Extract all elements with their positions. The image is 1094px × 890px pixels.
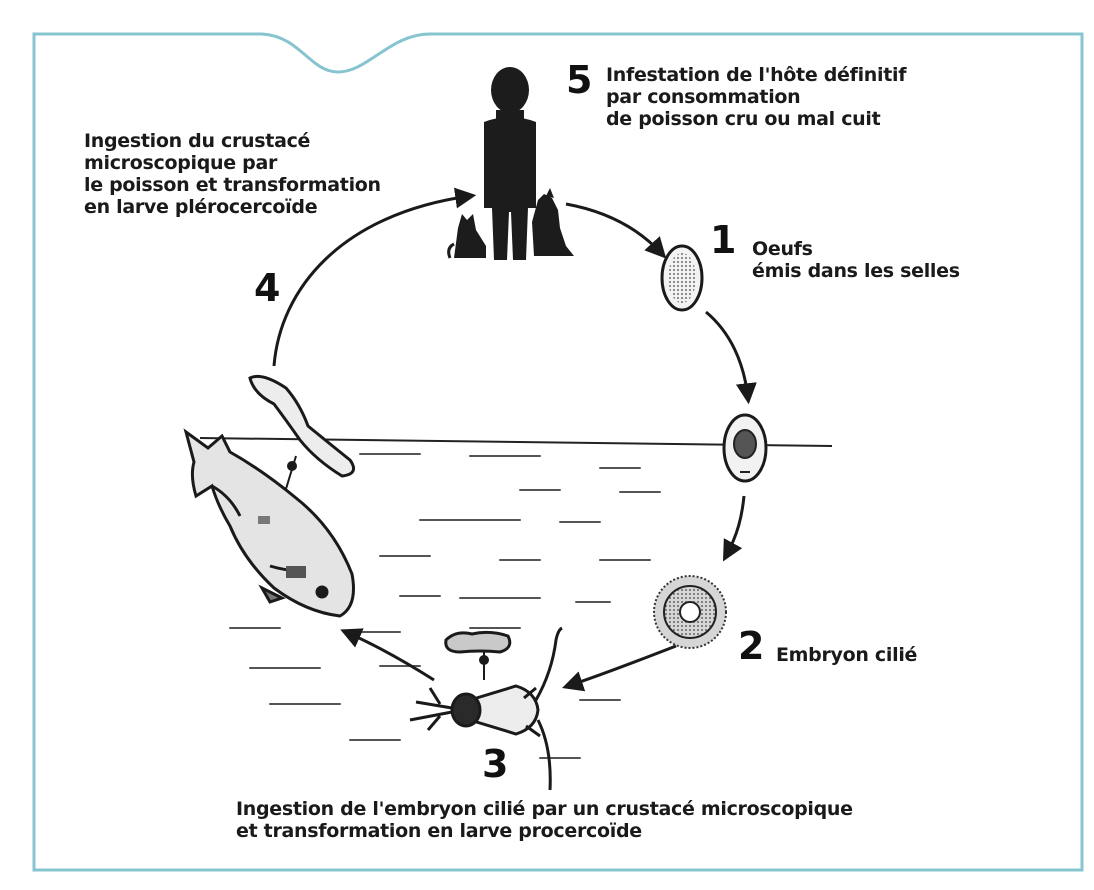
step-number-3: 3 [482,742,509,786]
step-1-label: Oeufs émis dans les selles [752,238,960,282]
step-3-label-line-1: Ingestion de l'embryon cilié par un crus… [236,798,853,820]
embryonated-egg-icon [722,413,768,483]
step-number-4: 4 [254,266,281,310]
step-1-label-line-1: Oeufs [752,238,813,260]
step-4-label-line-2: microscopique par [84,152,278,174]
step-5-label: Infestation de l'hôte définitif par cons… [606,64,907,130]
step-5-label-line-3: de poisson cru ou mal cuit [606,108,881,130]
step-number-5: 5 [566,58,593,102]
step-4-label-line-3: le poisson et transformation [84,174,381,196]
step-4-label: Ingestion du crustacé microscopique par … [84,130,381,218]
fish-icon [183,428,355,618]
step-2-label: Embryon cilié [776,644,917,666]
water-ripples [229,453,661,759]
step-3-label: Ingestion de l'embryon cilié par un crus… [236,798,853,842]
step-4-label-line-4: en larve plérocercoïde [84,196,318,218]
diagram-frame [32,32,1084,872]
cat-icon [447,214,486,259]
step-number-1: 1 [710,218,737,262]
step-1-label-line-2: émis dans les selles [752,260,960,282]
step-2-label-line-1: Embryon cilié [776,644,918,666]
human-silhouette-icon [484,67,536,260]
step-number-2: 2 [738,624,765,668]
ciliated-embryo-icon [653,575,727,649]
copepod-icon [409,626,563,791]
step-5-label-line-2: par consommation [606,86,801,108]
step-5-label-line-1: Infestation de l'hôte définitif [606,64,907,86]
dog-icon [532,188,574,256]
egg-icon [660,244,704,312]
procercoid-larva-icon [444,630,512,680]
step-3-label-line-2: et transformation en larve procercoïde [236,820,642,842]
step-4-label-line-1: Ingestion du crustacé [84,130,311,152]
cycle-arrows [272,187,757,692]
